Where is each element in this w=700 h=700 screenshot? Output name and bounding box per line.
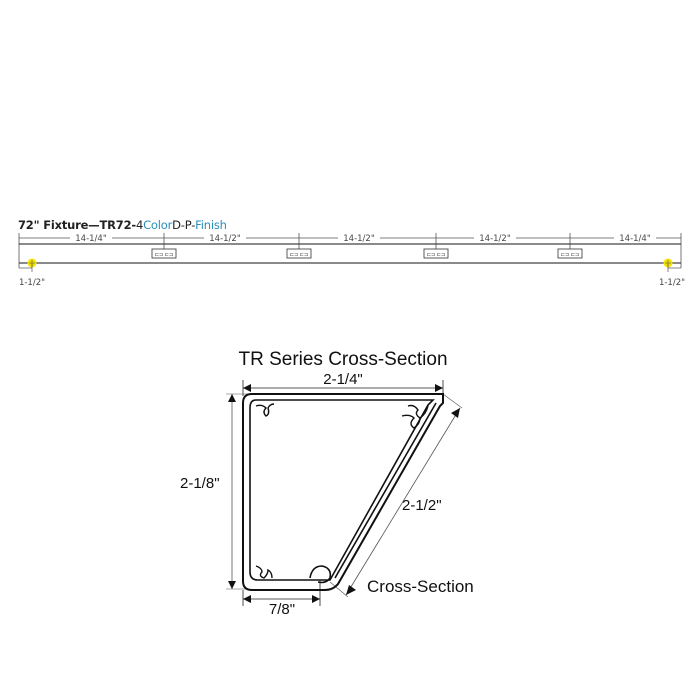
segment-dim-5: 14-1/4" (619, 234, 651, 244)
fixture-elevation: 14-1/4" 14-1/2" 14-1/2" 14-1/2" 14-1/4" … (18, 233, 685, 288)
svg-text:⊏⊐ ⊏⊐: ⊏⊐ ⊏⊐ (155, 252, 173, 258)
fixture-title-mid: D-P- (172, 218, 196, 232)
svg-text:⊏⊐ ⊏⊐: ⊏⊐ ⊏⊐ (427, 252, 445, 258)
segment-dim-4: 14-1/2" (479, 234, 511, 244)
mount-point-left-icon (27, 258, 37, 268)
cross-section-drawing: TR Series Cross-Section 2-1/4" 2-1/8" 7/… (180, 349, 474, 618)
end-offset-right: 1-1/2" (659, 278, 685, 288)
fixture-title: 72" Fixture—TR72-4ColorD-P-Finish (18, 218, 227, 232)
cross-section-label: Cross-Section (367, 577, 474, 596)
width-dimension: 2-1/4" (323, 371, 363, 388)
fixture-title-prefix: 72" Fixture—TR72- (18, 218, 136, 232)
mount-point-right-icon (663, 258, 673, 268)
segment-dim-2: 14-1/2" (209, 234, 241, 244)
end-offset-left: 1-1/2" (19, 278, 45, 288)
base-dimension: 7/8" (269, 601, 295, 618)
diagonal-dimension: 2-1/2" (402, 497, 442, 514)
segment-dim-3: 14-1/2" (343, 234, 375, 244)
svg-text:⊏⊐ ⊏⊐: ⊏⊐ ⊏⊐ (561, 252, 579, 258)
height-dimension: 2-1/8" (180, 475, 220, 492)
fixture-title-color-option: Color (143, 218, 173, 232)
connector-icon: ⊏⊐ ⊏⊐ (557, 248, 583, 259)
connector-icon: ⊏⊐ ⊏⊐ (423, 248, 449, 259)
fixture-title-finish-option: Finish (195, 218, 227, 232)
fixture-title-number: 4 (135, 218, 144, 232)
svg-text:⊏⊐ ⊏⊐: ⊏⊐ ⊏⊐ (290, 252, 308, 258)
connector-icon: ⊏⊐ ⊏⊐ (151, 248, 177, 259)
cross-section-title: TR Series Cross-Section (238, 349, 447, 370)
connector-icon: ⊏⊐ ⊏⊐ (286, 248, 312, 259)
segment-dim-1: 14-1/4" (75, 234, 107, 244)
